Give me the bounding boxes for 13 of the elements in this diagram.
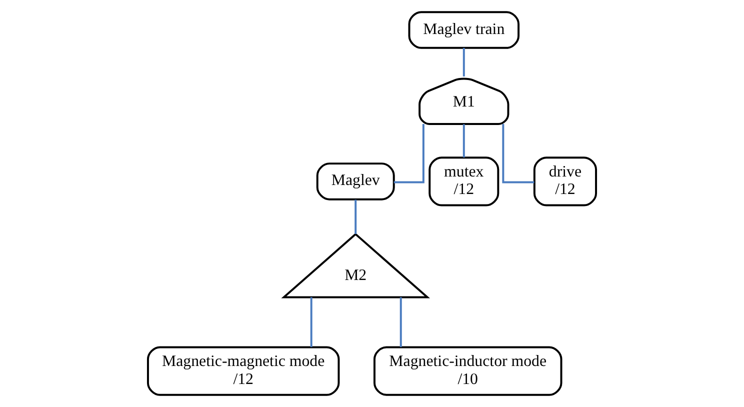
node-box: Magnetic-inductor mode /10 — [374, 346, 562, 396]
node-box: drive /12 — [533, 156, 598, 206]
connector — [310, 297, 312, 348]
connector — [502, 124, 534, 184]
node-box: mutex /12 — [428, 156, 500, 206]
node-box: Maglev train — [408, 11, 520, 49]
connector — [462, 124, 465, 158]
connector — [394, 124, 424, 184]
connector — [462, 48, 465, 76]
node-box: Maglev — [316, 162, 395, 200]
connector — [354, 200, 357, 234]
connector — [400, 297, 402, 348]
node-box: Magnetic-magnetic mode /12 — [146, 346, 340, 396]
